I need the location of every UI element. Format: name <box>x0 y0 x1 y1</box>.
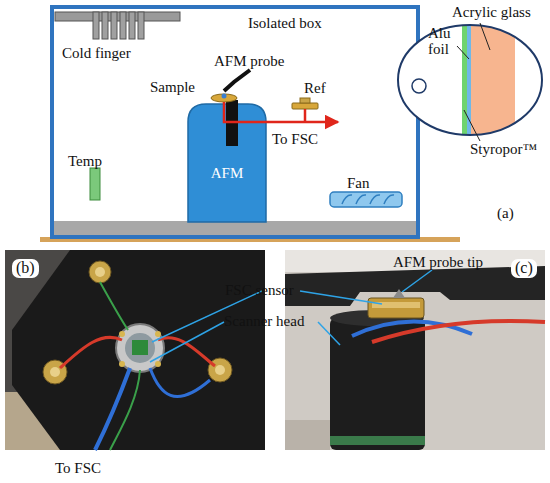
signal-wire <box>224 102 338 122</box>
cold-finger-fin <box>138 12 144 39</box>
sensor-pin <box>119 361 125 367</box>
wire <box>95 368 130 450</box>
part-label: AFM probe <box>214 54 284 70</box>
sensor-chip <box>132 340 148 355</box>
signal-label: To FSC <box>55 461 101 477</box>
callout-label: FSC sensor <box>225 283 294 299</box>
sensor-pin <box>155 331 161 337</box>
wire <box>100 282 128 330</box>
reference-sensor <box>292 103 318 109</box>
node-label: Styropor™ <box>470 142 537 158</box>
base-plate <box>54 221 416 235</box>
fan-vane <box>370 195 380 204</box>
leader-line <box>150 322 224 362</box>
fan: Fan <box>326 174 406 210</box>
wire <box>158 338 215 366</box>
sensor-pin <box>119 331 125 337</box>
part-label: Ref <box>304 81 326 97</box>
callout-label: AFM probe tip <box>393 255 483 271</box>
cold-finger-fin <box>120 12 126 39</box>
cold-finger-fin <box>102 12 108 39</box>
leader-line <box>457 46 469 59</box>
sensor-ring <box>125 333 155 363</box>
wall-layer <box>462 4 467 164</box>
cold-finger-fin <box>93 12 99 39</box>
gold-pin <box>89 261 111 283</box>
sensor-holder <box>116 324 164 372</box>
node-label: Isolated box <box>248 16 322 32</box>
fan-vane <box>356 195 366 204</box>
panel-label: (c) <box>511 259 537 278</box>
fan-vane <box>342 195 352 204</box>
afm-unit-shape <box>188 100 266 222</box>
temperature-sensor: Temp <box>66 152 114 202</box>
photo-background <box>5 250 265 450</box>
leader-line <box>300 291 382 304</box>
leader-line <box>402 270 432 292</box>
wire <box>110 370 140 450</box>
sample-disc <box>211 94 237 102</box>
wire <box>372 321 545 342</box>
scanner-tube <box>226 100 238 108</box>
gold-pin <box>95 267 105 277</box>
stage-plate <box>12 250 265 450</box>
signal-wire <box>304 109 307 122</box>
afm-unit: AFM <box>188 100 266 222</box>
photo-table <box>285 420 330 450</box>
photo-background <box>285 250 545 450</box>
leader-line <box>464 110 480 141</box>
afm-cantilever <box>224 70 250 91</box>
leader-line <box>318 322 340 345</box>
scanner-cylinder <box>330 318 425 450</box>
panel-label: (a) <box>497 206 514 222</box>
fan-body <box>330 192 402 207</box>
wall-inset-shape <box>395 4 548 160</box>
photo-b <box>5 250 265 450</box>
sensor-pin <box>155 361 161 367</box>
cold-finger-fin <box>129 12 135 39</box>
part-label: Sample <box>150 80 195 96</box>
gold-pin <box>215 365 225 375</box>
scanner-ring <box>330 436 425 445</box>
node-label: Cold finger <box>62 46 131 62</box>
node-label: Alu foil <box>428 26 456 58</box>
wall-inset: Acrylic glassAlu foilStyropor™ <box>395 4 548 160</box>
cold-finger: Cold finger <box>55 9 180 64</box>
wire <box>60 337 122 368</box>
callout-label: Scanner head <box>224 314 304 330</box>
node-label: Acrylic glass <box>452 5 531 21</box>
cold-finger-fin <box>111 12 117 39</box>
probe-tip <box>393 289 405 298</box>
node-label: Temp <box>68 154 102 170</box>
sensor-disc <box>372 302 420 308</box>
leader-line <box>480 23 490 50</box>
sample-dot <box>222 94 227 99</box>
photo-c <box>285 250 545 450</box>
sensor-disc <box>368 298 424 318</box>
node-label: AFM <box>211 166 244 182</box>
signal-label: To FSC <box>272 132 318 148</box>
panel-label: (b) <box>12 259 39 278</box>
zoom-ellipse <box>398 25 542 135</box>
fan-vane <box>384 195 394 204</box>
temperature-sensor <box>90 168 100 200</box>
gold-pin <box>50 367 60 377</box>
wall-layer <box>467 4 471 164</box>
wire <box>150 368 210 397</box>
isolated-box: Cold fingerAFM TempFan Isolated box <box>50 5 420 239</box>
zoom-marker <box>412 79 426 93</box>
reference-sensor <box>300 98 310 103</box>
node-label: Fan <box>347 176 370 192</box>
scanner-tube <box>226 100 238 146</box>
